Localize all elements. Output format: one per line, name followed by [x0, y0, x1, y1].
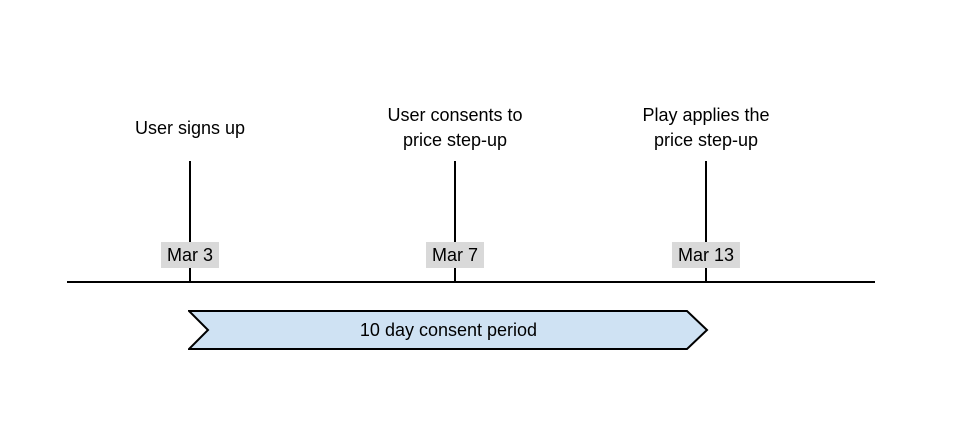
event-tick-signup: [189, 161, 191, 282]
consent-period-label: 10 day consent period: [359, 319, 538, 340]
event-tick-consent: [454, 161, 456, 282]
event-title-consent: User consents to price step-up: [387, 105, 523, 150]
event-date-apply: Mar 13: [671, 242, 741, 268]
timeline-axis: [67, 281, 875, 283]
event-title-signup: User signs up: [134, 117, 246, 138]
event-title-apply: Play applies the price step-up: [642, 105, 770, 150]
chevron-ribbon-shape: [188, 310, 709, 350]
event-tick-apply: [705, 161, 707, 282]
event-date-consent: Mar 7: [425, 242, 485, 268]
event-date-signup: Mar 3: [160, 242, 220, 268]
consent-period-banner: 10 day consent period: [188, 310, 709, 350]
